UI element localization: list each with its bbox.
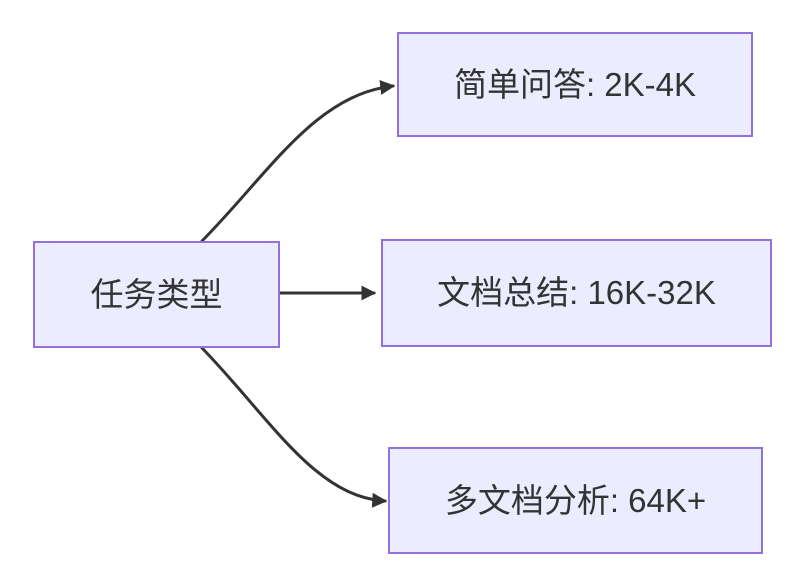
edge-task-to-simple-qa	[200, 80, 396, 243]
node-doc-summary: 文档总结: 16K-32K	[381, 239, 772, 347]
node-simple-qa: 简单问答: 2K-4K	[397, 32, 753, 137]
edge-task-to-multi-doc-analysis	[200, 346, 388, 508]
node-multi-doc-analysis: 多文档分析: 64K+	[388, 447, 763, 554]
node-task-type: 任务类型	[33, 241, 280, 348]
